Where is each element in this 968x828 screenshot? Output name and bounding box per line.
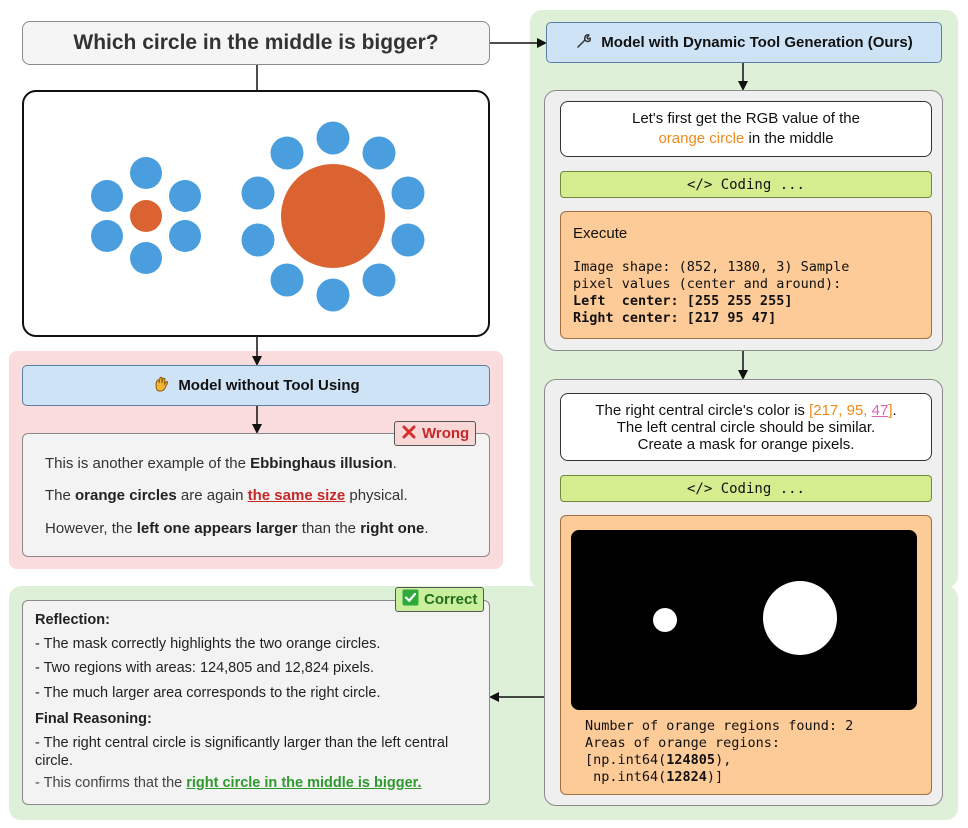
wrong-label: Wrong: [422, 425, 470, 442]
final-line-1: - The right central circle is significan…: [35, 735, 449, 769]
blue-dot: [316, 121, 350, 155]
right-orange-circle: [281, 164, 385, 268]
blue-dot: [169, 220, 201, 252]
exec1-line-2: pixel values (center and around):: [573, 276, 842, 292]
blue-dot: [169, 180, 201, 212]
wrench-icon: [575, 32, 593, 54]
exec1-line-4: Right center: [217 95 47]: [573, 310, 777, 326]
blue-dot: [270, 263, 304, 297]
step2-line-1: The right central circle's color is [217…: [595, 401, 897, 419]
question-box: Which circle in the middle is bigger?: [22, 21, 490, 65]
blue-dot: [391, 176, 425, 210]
ebbinghaus-illusion-image: [91, 121, 425, 312]
check-mark-icon: [402, 589, 419, 610]
baseline-line-2: The orange circles are again the same si…: [45, 487, 408, 504]
exec1-line-3: Left center: [255 255 255]: [573, 293, 793, 309]
final-reasoning-title: Final Reasoning:: [35, 711, 152, 727]
step1-line-1: Let's first get the RGB value of the: [632, 110, 860, 127]
blue-dot: [391, 223, 425, 257]
reflection-line-1: - The mask correctly highlights the two …: [35, 636, 381, 652]
left-orange-circle: [130, 200, 162, 232]
blue-dot: [362, 263, 396, 297]
right-cluster: [241, 121, 425, 312]
ours-model-header: Model with Dynamic Tool Generation (Ours…: [546, 22, 942, 63]
illusion-image-panel: [22, 90, 490, 337]
ours-step1-prompt: Let's first get the RGB value of the ora…: [560, 101, 932, 157]
baseline-line-1: This is another example of the Ebbinghau…: [45, 455, 397, 472]
waving-hand-icon: [152, 375, 170, 397]
blue-dot: [316, 278, 350, 312]
blue-dot: [362, 136, 396, 170]
reflection-line-3: - The much larger area corresponds to th…: [35, 685, 381, 701]
coding-label-1: </> Coding ...: [686, 176, 805, 193]
cross-mark-icon: [401, 424, 417, 444]
blue-dot: [270, 136, 304, 170]
blue-dot: [241, 176, 275, 210]
blue-dot: [91, 220, 123, 252]
result-box: Reflection: - The mask correctly highlig…: [22, 600, 490, 805]
exec2-line-1: Number of orange regions found: 2: [585, 718, 854, 734]
question-text: Which circle in the middle is bigger?: [73, 31, 439, 54]
step2-line-3: Create a mask for orange pixels.: [637, 435, 855, 453]
ours-step2-prompt: The right central circle's color is [217…: [560, 393, 932, 461]
correct-badge: Correct: [395, 587, 485, 612]
baseline-model-header: Model without Tool Using: [22, 365, 490, 406]
correct-label: Correct: [424, 591, 478, 608]
coding-bar-2: </> Coding ...: [560, 475, 932, 502]
left-cluster: [91, 157, 201, 274]
execute-heading: Execute: [573, 225, 628, 242]
exec2-line-2: Areas of orange regions:: [585, 735, 781, 751]
blue-dot: [130, 157, 162, 189]
baseline-answer-box: This is another example of the Ebbinghau…: [22, 433, 490, 557]
final-line-2: - This confirms that the right circle in…: [35, 775, 422, 791]
reflection-line-2: - Two regions with areas: 124,805 and 12…: [35, 660, 375, 676]
blue-dot: [241, 223, 275, 257]
execute-output-2: Number of orange regions found: 2 Areas …: [560, 515, 932, 795]
blue-dot: [130, 242, 162, 274]
exec2-line-3: [np.int64(124805),: [585, 752, 732, 768]
baseline-line-3: However, the left one appears larger tha…: [45, 520, 429, 537]
coding-label-2: </> Coding ...: [686, 480, 805, 497]
orange-mask-image: [571, 530, 917, 710]
reflection-title: Reflection:: [35, 612, 110, 628]
wrong-badge: Wrong: [394, 421, 477, 446]
baseline-model-title: Model without Tool Using: [178, 377, 360, 394]
step1-line-2: orange circle in the middle: [658, 130, 834, 147]
coding-bar-1: </> Coding ...: [560, 171, 932, 198]
execute-output-1: Execute Image shape: (852, 1380, 3) Samp…: [560, 211, 932, 339]
ours-model-title: Model with Dynamic Tool Generation (Ours…: [601, 34, 913, 51]
small-mask-blob: [653, 608, 677, 632]
exec1-line-1: Image shape: (852, 1380, 3) Sample: [573, 259, 850, 275]
blue-dot: [91, 180, 123, 212]
step2-line-2: The left central circle should be simila…: [616, 418, 876, 436]
large-mask-blob: [763, 581, 837, 655]
exec2-line-4: np.int64(12824)]: [585, 769, 724, 785]
